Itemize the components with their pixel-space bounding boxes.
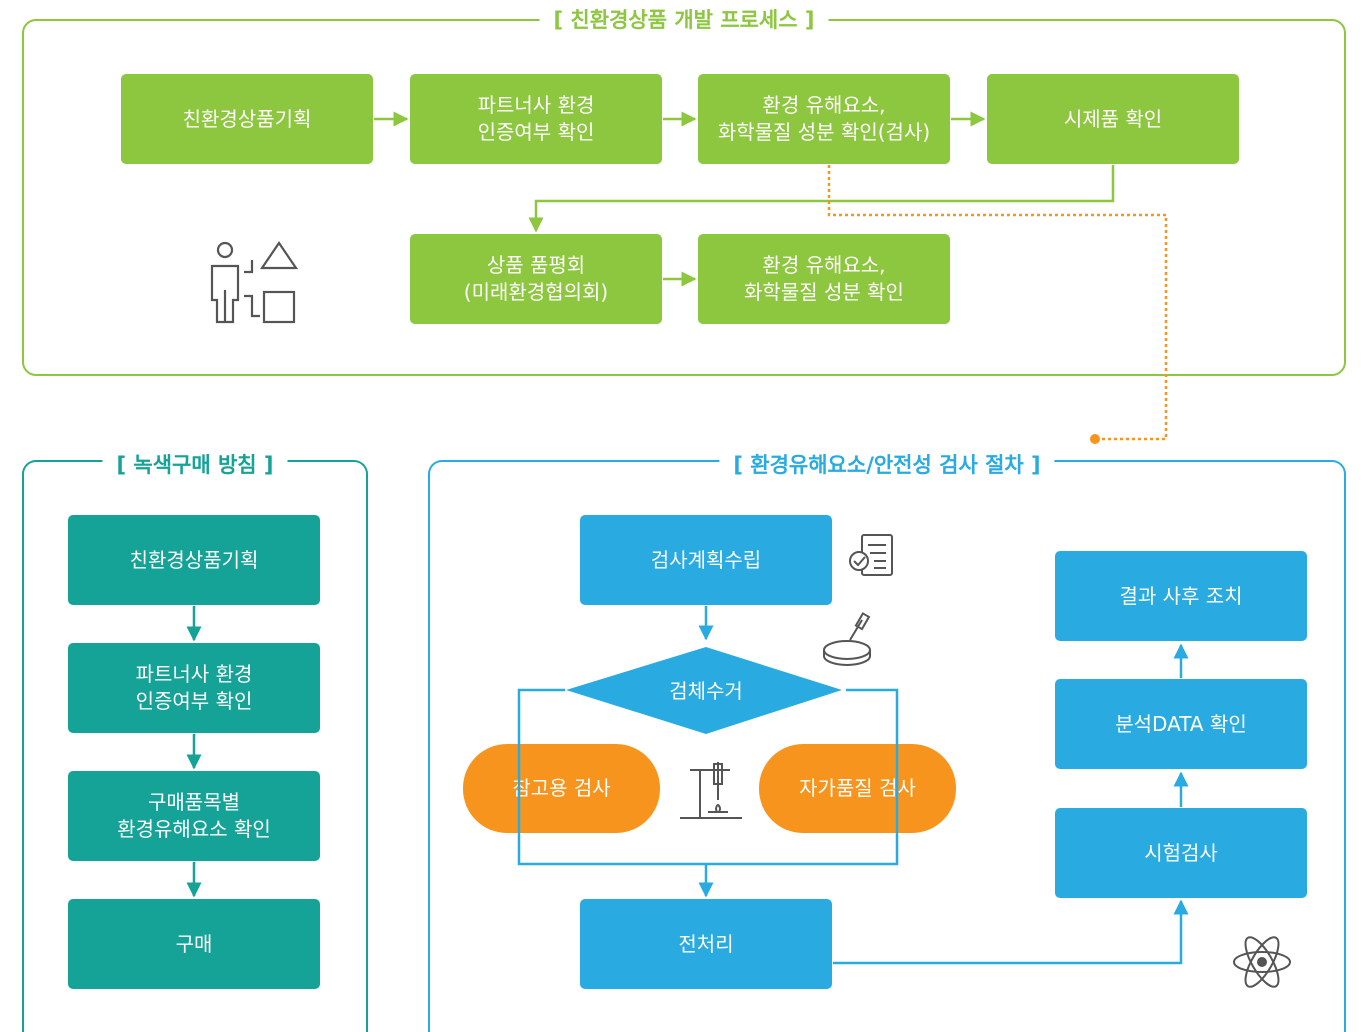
petri-dish-icon	[823, 612, 871, 666]
dotted-link	[827, 165, 1168, 441]
process-step-planning: 친환경상품기획	[121, 74, 373, 164]
lab-stand-icon	[680, 762, 742, 819]
process-step-chemical-check: 환경 유해요소, 화학물질 성분 확인	[698, 234, 950, 324]
sample-label: 검체수거	[669, 679, 743, 703]
inspection-self-quality-test: 자가품질 검사	[759, 744, 956, 833]
purchase-step-buy: 구매	[68, 899, 320, 989]
inspection-follow-up: 결과 사후 조치	[1055, 551, 1307, 641]
process-step-partner-cert: 파트너사 환경 인증여부 확인	[410, 74, 662, 164]
development-process-title: [ 친환경상품 개발 프로세스 ]	[539, 8, 829, 32]
process-step-prototype: 시제품 확인	[987, 74, 1239, 164]
green-purchase-title: [ 녹색구매 방침 ]	[102, 453, 288, 477]
purchase-step-partner-cert: 파트너사 환경 인증여부 확인	[68, 643, 320, 733]
inspection-pretreatment: 전처리	[580, 899, 832, 989]
inspection-lab-test: 시험검사	[1055, 808, 1307, 898]
process-arrows	[374, 111, 1115, 287]
sample-diamond	[566, 647, 842, 734]
arrow-4	[528, 165, 1115, 233]
inspection-plan: 검사계획수립	[580, 515, 832, 605]
process-step-product-review: 상품 품평회 (미래환경협의회)	[410, 234, 662, 324]
inspection-arrows	[517, 606, 1189, 965]
purchase-step-item-check: 구매품목별 환경유해요소 확인	[68, 771, 320, 861]
branch-frame	[517, 688, 899, 866]
inspection-reference-test: 참고용 검사	[463, 744, 660, 833]
process-step-chemical-test: 환경 유해요소, 화학물질 성분 확인(검사)	[698, 74, 950, 164]
purchase-step-planning: 친환경상품기획	[68, 515, 320, 605]
checklist-icon	[849, 534, 893, 576]
inspection-title: [ 환경유해요소/안전성 검사 절차 ]	[719, 453, 1055, 477]
arrow-i3	[833, 899, 1189, 965]
atom-icon	[1233, 936, 1291, 988]
inspection-data-check: 분석DATA 확인	[1055, 679, 1307, 769]
dotted-link-dot	[1090, 434, 1100, 444]
person-shapes-icon	[210, 241, 299, 324]
